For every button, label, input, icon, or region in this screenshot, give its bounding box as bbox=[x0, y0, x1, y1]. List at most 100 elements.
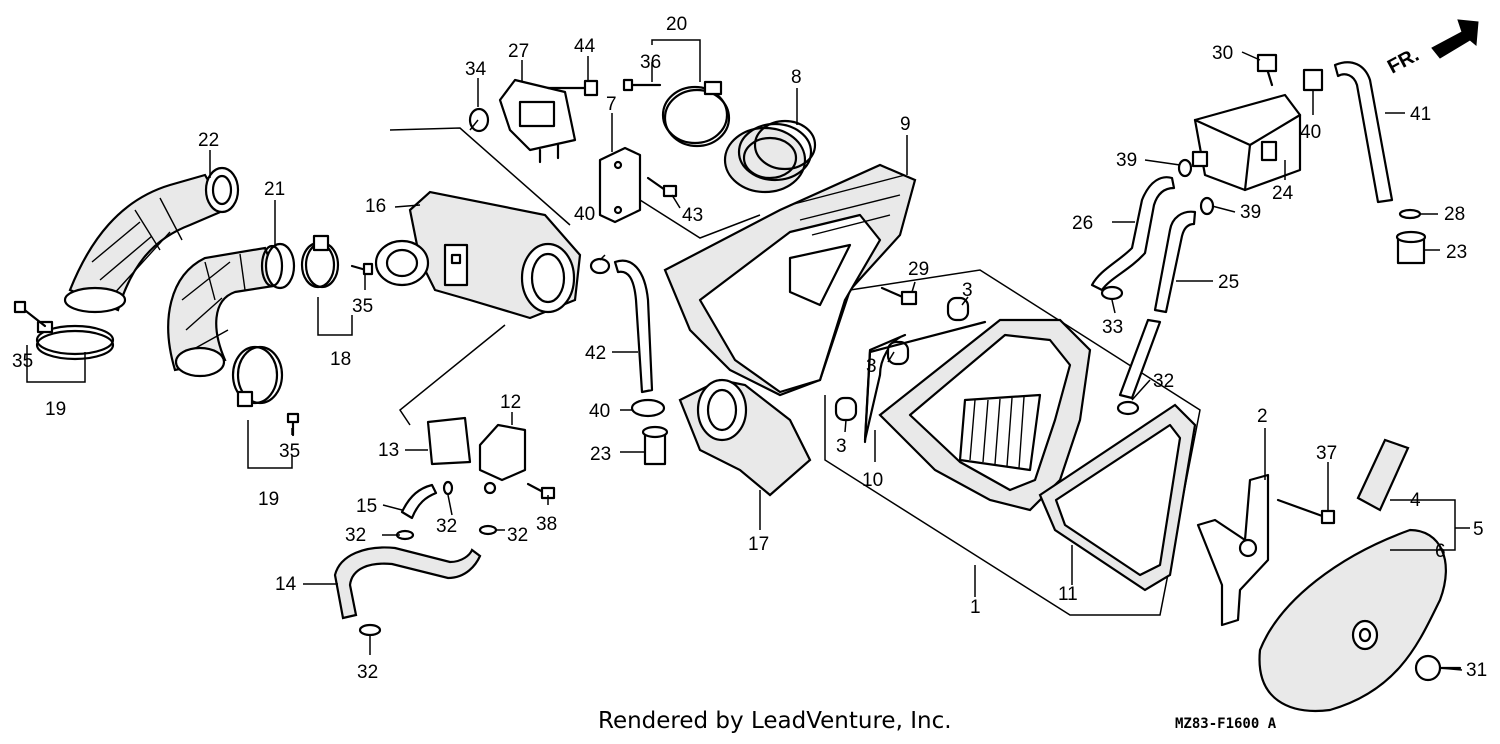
callout-15: 15 bbox=[356, 496, 377, 517]
part-20-band bbox=[661, 80, 731, 148]
callout-16: 16 bbox=[365, 196, 386, 217]
part-15-hose bbox=[400, 483, 438, 520]
callout-3b: 3 bbox=[866, 356, 877, 377]
callout-19a: 19 bbox=[45, 399, 66, 420]
part-8-connecting-tube bbox=[723, 119, 817, 194]
callout-22: 22 bbox=[198, 130, 219, 151]
callout-17: 17 bbox=[748, 534, 769, 555]
callout-33: 33 bbox=[1102, 317, 1123, 338]
part-31-screw bbox=[1414, 654, 1462, 682]
callout-32d: 32 bbox=[357, 662, 378, 683]
callout-35c: 35 bbox=[279, 441, 300, 462]
callout-39a: 39 bbox=[1116, 150, 1137, 171]
part-38-bolt bbox=[526, 482, 556, 500]
callout-40c: 40 bbox=[1300, 122, 1321, 143]
part-14-hose bbox=[333, 546, 482, 620]
callout-8: 8 bbox=[791, 67, 802, 88]
callout-18: 18 bbox=[330, 349, 351, 370]
part-16-housing-joint bbox=[374, 190, 582, 320]
callout-35b: 35 bbox=[352, 296, 373, 317]
part-10-seal bbox=[863, 320, 987, 444]
part-12-sensor bbox=[478, 423, 527, 495]
part-1-element-assembly bbox=[824, 269, 1201, 616]
callout-1: 1 bbox=[970, 597, 981, 618]
callout-7: 7 bbox=[606, 94, 617, 115]
callout-32e: 32 bbox=[1153, 371, 1174, 392]
part-35-bolts bbox=[13, 262, 374, 437]
callout-numbers: 1 2 3 3 3 4 5 6 7 8 9 10 11 12 13 14 15 … bbox=[12, 14, 1487, 683]
part-23-cap-center bbox=[641, 425, 669, 466]
part-32-clip-right bbox=[1116, 400, 1140, 416]
callout-5: 5 bbox=[1473, 519, 1484, 540]
callout-11: 11 bbox=[1058, 584, 1078, 605]
callout-19b: 19 bbox=[258, 489, 279, 510]
callout-12: 12 bbox=[500, 392, 521, 413]
part-40-clip-upper bbox=[589, 257, 611, 275]
callout-42: 42 bbox=[585, 343, 606, 364]
callout-38: 38 bbox=[536, 514, 557, 535]
part-4-strip bbox=[1356, 438, 1410, 512]
part-43-bolt bbox=[646, 176, 678, 198]
part-26-hose bbox=[1090, 176, 1176, 292]
part-41-hose bbox=[1333, 61, 1394, 204]
part-6-side-cover bbox=[1258, 528, 1447, 712]
callout-43: 43 bbox=[682, 205, 703, 226]
callout-3c: 3 bbox=[836, 436, 847, 457]
callout-29: 29 bbox=[908, 259, 929, 280]
callout-3a: 3 bbox=[962, 280, 973, 301]
diagram-code: MZ83-F1600 A bbox=[1175, 716, 1277, 732]
callout-44: 44 bbox=[574, 36, 596, 57]
part-30-screw bbox=[1256, 53, 1278, 87]
part-25-hose-lower bbox=[1118, 318, 1162, 400]
callout-31: 31 bbox=[1466, 660, 1487, 681]
part-36-bolt bbox=[622, 78, 662, 92]
front-direction-arrow: FR. bbox=[1384, 19, 1479, 79]
part-19-clamp-left bbox=[35, 320, 115, 361]
part-22-intake-duct bbox=[63, 166, 240, 314]
callout-40b: 40 bbox=[589, 401, 610, 422]
part-28-clip bbox=[1398, 208, 1422, 220]
part-34-o-ring bbox=[468, 107, 490, 133]
part-25-hose bbox=[1153, 210, 1197, 314]
part-27-sensor bbox=[498, 78, 577, 164]
callout-41: 41 bbox=[1410, 104, 1431, 125]
part-33-clip bbox=[1100, 285, 1124, 301]
part-44-bolt bbox=[546, 79, 599, 97]
part-9-case-cover bbox=[663, 163, 917, 397]
callout-9: 9 bbox=[900, 114, 911, 135]
callout-27: 27 bbox=[508, 41, 529, 62]
callout-40a: 40 bbox=[574, 204, 595, 225]
callout-36: 36 bbox=[640, 52, 661, 73]
part-7-bracket bbox=[598, 146, 642, 224]
callout-2: 2 bbox=[1257, 406, 1268, 427]
callout-24: 24 bbox=[1272, 183, 1294, 204]
part-21-elbow-duct bbox=[167, 242, 296, 378]
front-label: FR. bbox=[1384, 44, 1423, 79]
footer-credit: Rendered by LeadVenture, Inc. bbox=[598, 708, 952, 734]
callout-25: 25 bbox=[1218, 272, 1239, 293]
callout-28: 28 bbox=[1444, 204, 1465, 225]
callout-35a: 35 bbox=[12, 351, 33, 372]
part-18-clamp bbox=[300, 234, 340, 289]
callout-26: 26 bbox=[1072, 213, 1093, 234]
callout-30: 30 bbox=[1212, 43, 1233, 64]
callout-39b: 39 bbox=[1240, 202, 1261, 223]
part-37-bolt bbox=[1276, 498, 1336, 525]
part-13-pad bbox=[426, 416, 472, 466]
callout-32a: 32 bbox=[436, 516, 457, 537]
part-40-clip-lower bbox=[630, 398, 666, 418]
part-40-clip-top bbox=[1302, 68, 1324, 92]
leader-lines bbox=[26, 39, 1470, 671]
callout-10: 10 bbox=[862, 470, 883, 491]
callout-6: 6 bbox=[1435, 541, 1446, 562]
callout-23a: 23 bbox=[590, 444, 611, 465]
callout-32c: 32 bbox=[507, 525, 528, 546]
callout-21: 21 bbox=[264, 179, 285, 200]
part-23-cap-right bbox=[1395, 230, 1427, 265]
part-29-bolt bbox=[880, 286, 918, 306]
callout-4: 4 bbox=[1410, 490, 1421, 511]
part-42-drain-hose bbox=[613, 259, 654, 394]
part-2-bracket bbox=[1196, 473, 1270, 627]
callout-37: 37 bbox=[1316, 443, 1337, 464]
